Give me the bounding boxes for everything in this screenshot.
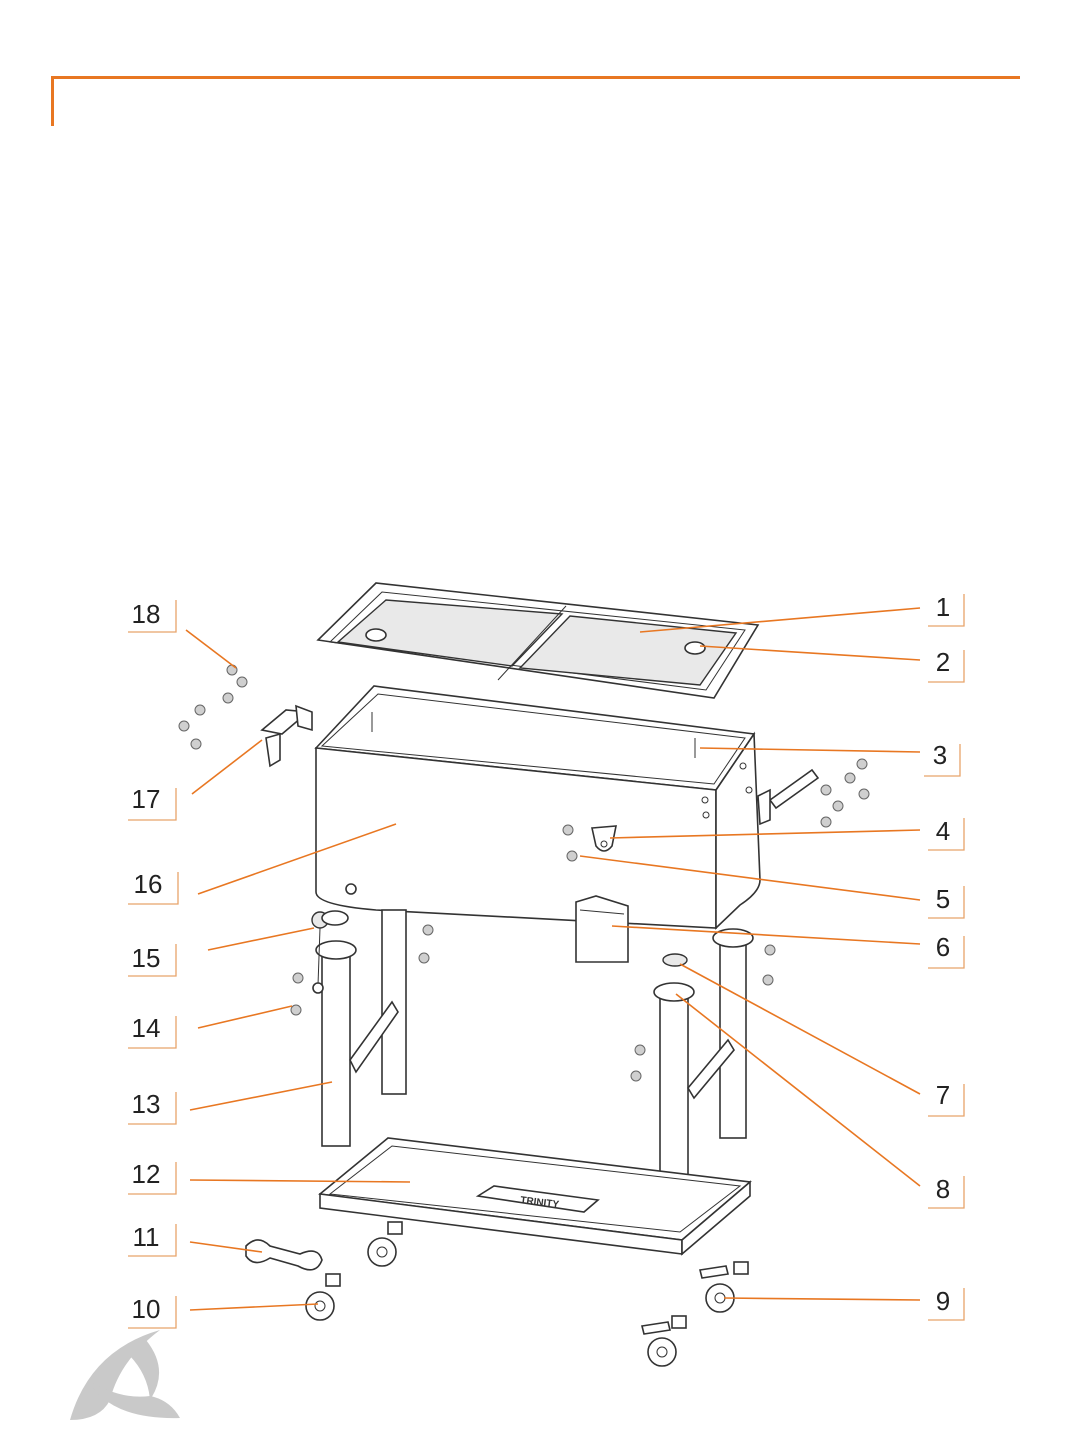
svg-text:9: 9	[936, 1286, 950, 1316]
callout-18: 18	[128, 599, 176, 632]
side-handle-right	[758, 770, 818, 824]
caster-front-right	[642, 1316, 686, 1366]
svg-text:17: 17	[132, 784, 161, 814]
callout-4: 4	[928, 816, 964, 850]
callout-8: 8	[928, 1174, 964, 1208]
callout-12: 12	[128, 1159, 176, 1194]
cooler-body	[316, 686, 760, 928]
callout-5: 5	[928, 884, 964, 918]
callout-2: 2	[928, 647, 964, 682]
callout-10: 10	[128, 1294, 176, 1328]
callout-6: 6	[928, 932, 964, 968]
callout-16: 16	[128, 869, 178, 904]
svg-text:16: 16	[134, 869, 163, 899]
svg-text:14: 14	[132, 1013, 161, 1043]
callout-1: 1	[928, 592, 964, 626]
cup-holder	[576, 896, 628, 962]
callout-9: 9	[928, 1286, 964, 1320]
svg-text:5: 5	[936, 884, 950, 914]
leg-bolt	[663, 954, 687, 966]
callout-7: 7	[928, 1080, 964, 1116]
callout-3: 3	[924, 740, 960, 776]
callout-13: 13	[128, 1089, 176, 1124]
caster-front-left	[368, 1222, 402, 1266]
svg-text:8: 8	[936, 1174, 950, 1204]
side-handle-left	[262, 706, 312, 766]
callout-14: 14	[128, 1013, 176, 1048]
svg-text:18: 18	[132, 599, 161, 629]
caster-10	[306, 1274, 340, 1320]
svg-text:15: 15	[132, 943, 161, 973]
lid	[318, 583, 758, 698]
trinity-swirl-logo-icon	[70, 1330, 180, 1420]
svg-text:6: 6	[936, 932, 950, 962]
svg-text:2: 2	[936, 647, 950, 677]
svg-text:7: 7	[936, 1080, 950, 1110]
svg-text:1: 1	[936, 592, 950, 622]
callout-11: 11	[128, 1222, 176, 1256]
svg-text:4: 4	[936, 816, 950, 846]
svg-text:13: 13	[132, 1089, 161, 1119]
callout-17: 17	[128, 784, 176, 820]
caster-9	[700, 1262, 748, 1312]
callout-15: 15	[128, 943, 176, 976]
wrench	[246, 1240, 322, 1270]
svg-text:10: 10	[132, 1294, 161, 1324]
svg-text:3: 3	[933, 740, 947, 770]
svg-text:11: 11	[133, 1222, 160, 1252]
svg-text:12: 12	[132, 1159, 161, 1189]
